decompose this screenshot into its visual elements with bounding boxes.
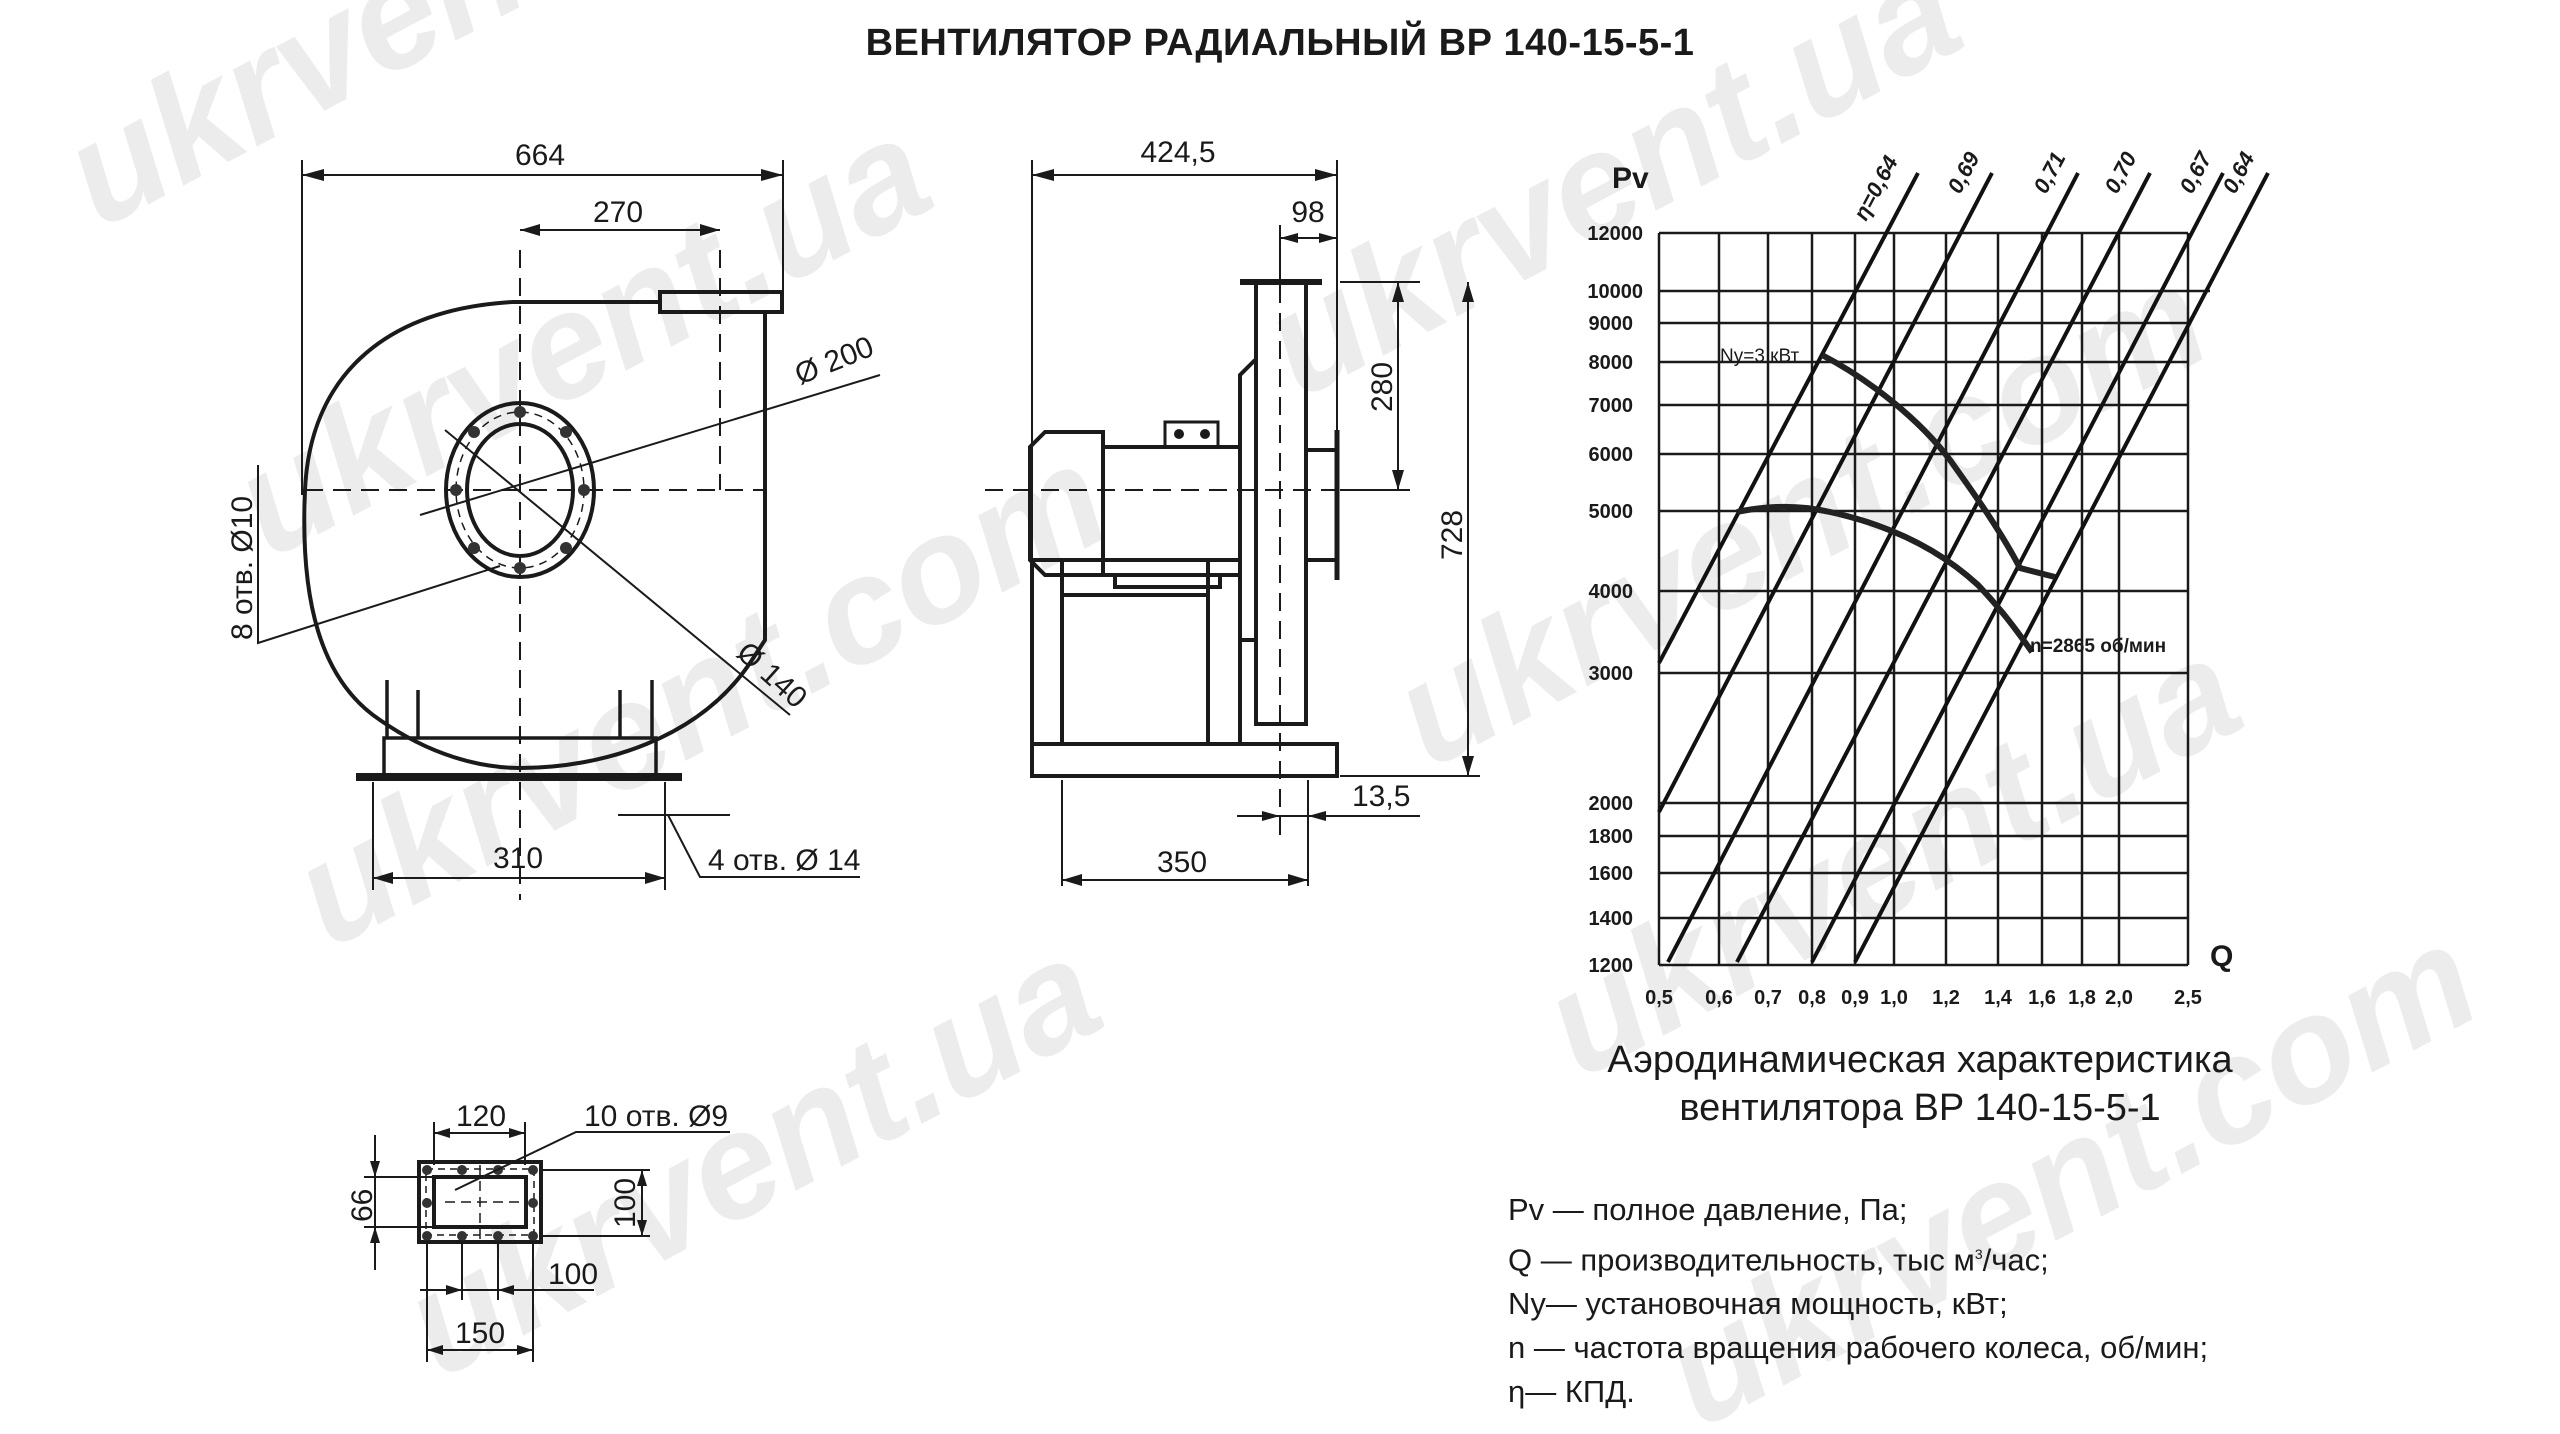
svg-text:8000: 8000 — [1589, 352, 1634, 374]
svg-text:0,70: 0,70 — [2099, 147, 2142, 197]
svg-text:7000: 7000 — [1589, 395, 1634, 417]
side-view: 424,5 98 280 — [985, 136, 1480, 886]
dim-150: 150 — [455, 1317, 505, 1350]
front-view: 664 270 Ø 200 Ø 140 8 отв. Ø10 — [226, 139, 881, 900]
svg-text:1600: 1600 — [1589, 863, 1634, 885]
svg-text:12000: 12000 — [1587, 223, 1643, 245]
x-tick-labels: 0,5 0,6 0,7 0,8 0,9 1,0 1,2 1,4 1,6 1,8 … — [1645, 987, 2202, 1009]
svg-text:1,2: 1,2 — [1932, 987, 1960, 1009]
svg-text:1400: 1400 — [1589, 908, 1634, 930]
svg-text:10000: 10000 — [1587, 281, 1643, 303]
svg-text:0,71: 0,71 — [2028, 148, 2070, 198]
svg-text:1,0: 1,0 — [1880, 987, 1908, 1009]
svg-text:2,5: 2,5 — [2174, 987, 2202, 1009]
svg-text:1,4: 1,4 — [1984, 987, 2013, 1009]
dim-350: 350 — [1157, 846, 1207, 879]
svg-text:6000: 6000 — [1589, 444, 1634, 466]
y-grid — [1659, 231, 2210, 967]
page-title: ВЕНТИЛЯТОР РАДИАЛЬНЫЙ ВР 140-15-5-1 — [865, 22, 1695, 64]
dim-base-holes: 4 отв. Ø 14 — [708, 844, 860, 877]
dim-120: 120 — [456, 1100, 506, 1133]
svg-text:1800: 1800 — [1589, 826, 1634, 848]
svg-text:1,8: 1,8 — [2068, 987, 2096, 1009]
caption-line-2: вентилятора ВР 140-15-5-1 — [1679, 1087, 2161, 1129]
svg-text:0,7: 0,7 — [1754, 987, 1782, 1009]
svg-text:4000: 4000 — [1589, 581, 1634, 603]
svg-text:0,5: 0,5 — [1645, 987, 1673, 1009]
svg-text:0,67: 0,67 — [2174, 146, 2217, 197]
dim-280: 280 — [1366, 362, 1399, 412]
dim-98: 98 — [1291, 196, 1324, 229]
watermark: ukrvent.ua — [206, 84, 955, 588]
y-tick-labels: 12000 10000 9000 8000 7000 6000 5000 400… — [1587, 223, 1643, 977]
dim-66: 66 — [346, 1189, 379, 1222]
svg-text:3000: 3000 — [1589, 663, 1634, 685]
svg-text:1,6: 1,6 — [2028, 987, 2056, 1009]
legend-q: Q — производительность, тыс м3/час; — [1508, 1242, 2049, 1278]
legend-pv: Pv — полное давление, Па; — [1508, 1192, 1908, 1227]
aero-chart: Pv Q — [1587, 146, 2270, 1009]
svg-text:0,69: 0,69 — [1942, 147, 1985, 197]
curve-ny3 — [1820, 352, 2056, 580]
svg-text:2000: 2000 — [1589, 793, 1634, 815]
svg-text:9000: 9000 — [1589, 313, 1634, 335]
svg-text:5000: 5000 — [1589, 501, 1634, 523]
ny-label: Ny=3 кВт — [1720, 346, 1800, 367]
dim-100-horizontal: 100 — [548, 1258, 598, 1291]
chart-caption: Аэродинамическая характеристика вентилят… — [1480, 1036, 2360, 1132]
x-axis-label: Q — [2210, 940, 2233, 973]
n-label: n=2865 об/мин — [2030, 636, 2166, 657]
y-axis-label: Pv — [1612, 162, 1649, 195]
dim-270: 270 — [593, 196, 643, 229]
legend-n: n — частота вращения рабочего колеса, об… — [1508, 1330, 2209, 1366]
svg-text:0,6: 0,6 — [1705, 987, 1733, 1009]
legend: Pv — полное давление, Па; Q — производит… — [1508, 1188, 2208, 1414]
dim-728: 728 — [1436, 510, 1469, 560]
dim-flange-holes: 10 отв. Ø9 — [584, 1100, 728, 1133]
flange-view: 120 10 отв. Ø9 66 100 100 150 — [346, 1100, 730, 1362]
dim-424-5: 424,5 — [1140, 136, 1215, 169]
legend-ny: Ny— установочная мощность, кВт; — [1508, 1286, 2008, 1322]
dim-310: 310 — [493, 842, 543, 875]
svg-text:0,9: 0,9 — [1841, 987, 1869, 1009]
dim-d200: Ø 200 — [790, 330, 878, 391]
dim-100-vertical: 100 — [609, 1178, 642, 1228]
svg-text:2,0: 2,0 — [2105, 987, 2133, 1009]
legend-eta: η— КПД. — [1508, 1374, 1635, 1410]
curve-n2865 — [1736, 503, 2035, 654]
dim-664: 664 — [515, 139, 565, 172]
dim-13-5: 13,5 — [1352, 780, 1410, 813]
svg-text:0,8: 0,8 — [1798, 987, 1826, 1009]
dim-inlet-holes: 8 отв. Ø10 — [226, 496, 259, 640]
svg-text:0,64: 0,64 — [2217, 148, 2259, 198]
caption-line-1: Аэродинамическая характеристика — [1607, 1039, 2233, 1081]
svg-text:1200: 1200 — [1589, 955, 1634, 977]
